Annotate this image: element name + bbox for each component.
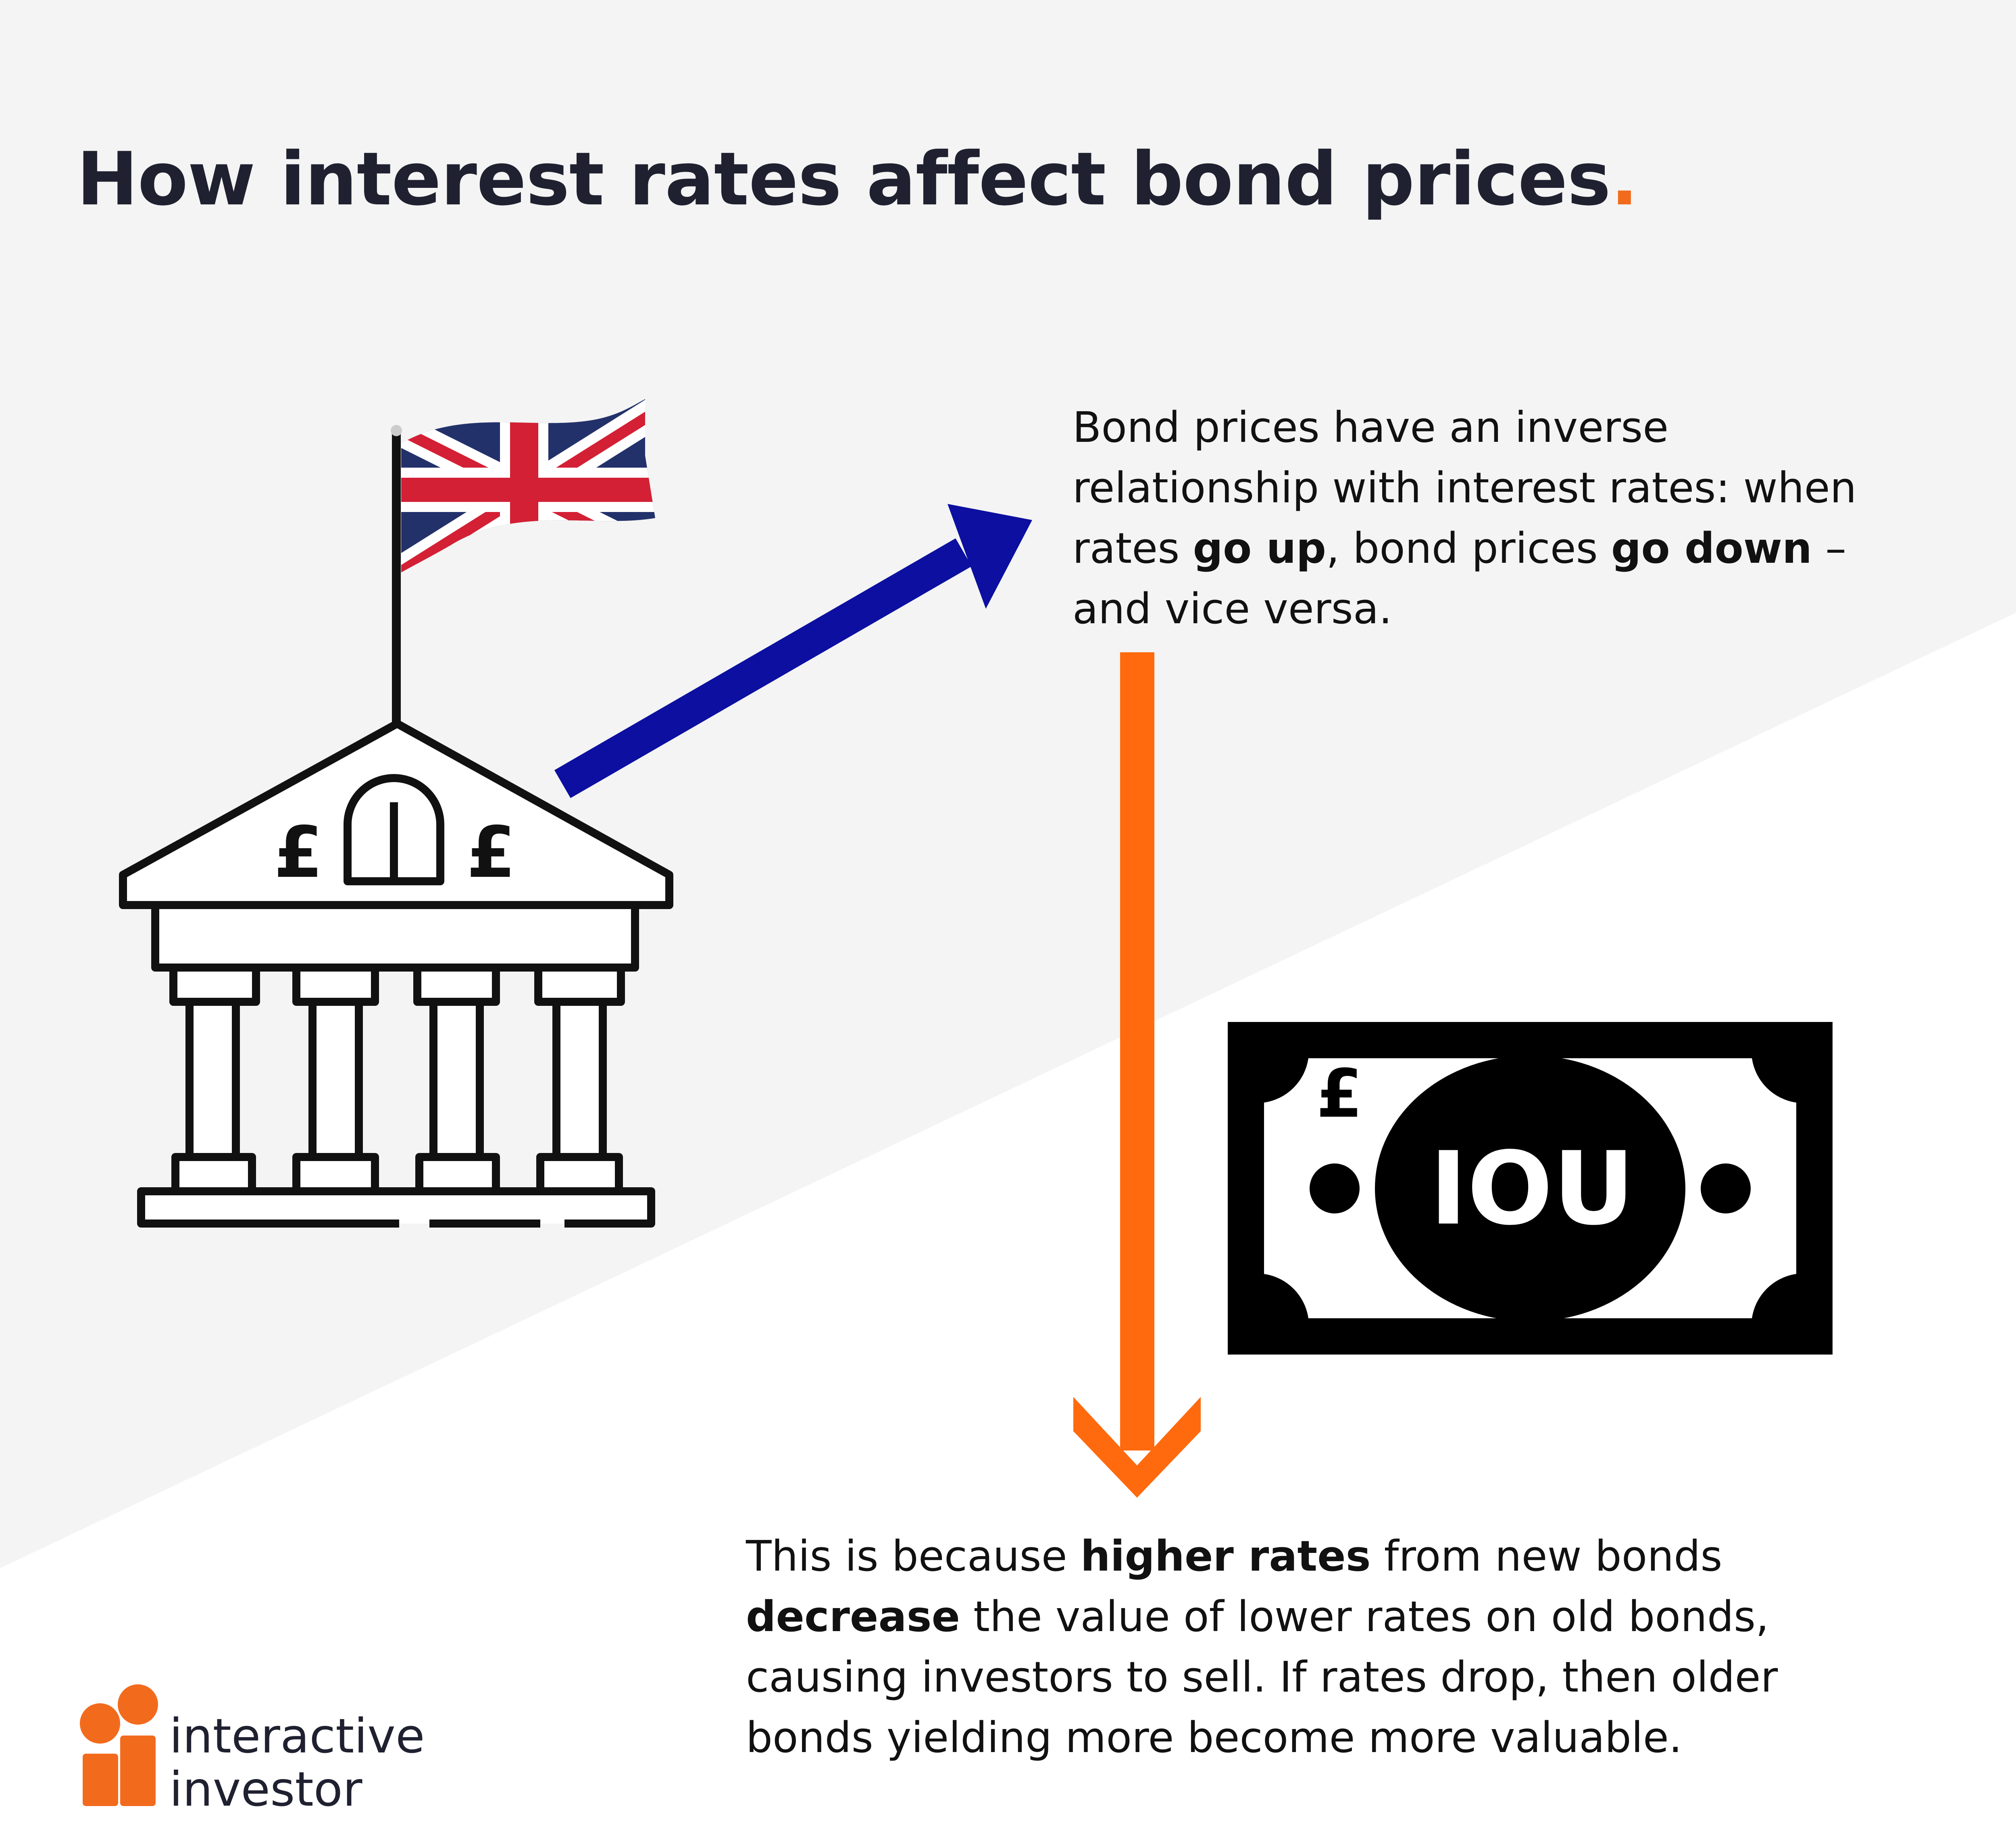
para1-bold-go-down: go down bbox=[1611, 524, 1812, 573]
bank-pound-right: £ bbox=[467, 812, 516, 894]
note-pound-symbol: £ bbox=[1316, 1055, 1363, 1132]
para2-bold-decrease: decrease bbox=[746, 1592, 960, 1641]
page-title: How interest rates affect bond prices. bbox=[77, 137, 1638, 221]
orange-arrow-shaft bbox=[1120, 652, 1154, 1451]
iou-banknote-icon bbox=[1228, 1022, 1833, 1355]
bank-column bbox=[429, 998, 484, 1161]
para1-text-1: Bond prices have an inverse relationship… bbox=[1073, 403, 1857, 573]
inverse-relationship-text: Bond prices have an inverse relationship… bbox=[1073, 397, 1895, 639]
orange-arrow-head bbox=[1073, 1397, 1201, 1498]
brand-wordmark: interactive investor bbox=[169, 1709, 425, 1816]
brand-line-1: interactive bbox=[169, 1708, 425, 1764]
bank-entablature bbox=[151, 901, 639, 972]
bank-column bbox=[552, 998, 607, 1161]
down-arrow-icon bbox=[1073, 652, 1201, 1498]
para1-bold-go-up: go up bbox=[1193, 524, 1327, 573]
flag-pole-finial bbox=[391, 425, 402, 436]
explanation-text: This is because higher rates from new bo… bbox=[746, 1526, 1851, 1768]
para1-text-2: , bond prices bbox=[1326, 524, 1611, 573]
bank-column bbox=[185, 998, 240, 1161]
bank-pound-left: £ bbox=[274, 812, 323, 894]
note-iou-text: IOU bbox=[1430, 1130, 1635, 1247]
title-text: How interest rates affect bond prices bbox=[77, 136, 1611, 222]
bank-column bbox=[308, 998, 363, 1161]
para2-text-3: the value of lower rates on old bonds, c… bbox=[746, 1592, 1778, 1762]
flag-cloth bbox=[401, 399, 655, 572]
para2-text-1: This is because bbox=[746, 1532, 1081, 1581]
bank-building-icon bbox=[119, 720, 673, 1228]
note-dot-right bbox=[1701, 1163, 1751, 1213]
bank-base bbox=[137, 1187, 655, 1228]
para2-bold-higher-rates: higher rates bbox=[1080, 1532, 1371, 1581]
background-grey-band bbox=[0, 0, 2016, 1568]
interactive-investor-logo-icon bbox=[80, 1684, 158, 1806]
brand-line-2: investor bbox=[169, 1761, 362, 1817]
blue-arrow-shaft bbox=[554, 538, 972, 798]
para1-text-3: – and vice versa. bbox=[1073, 524, 1847, 633]
blue-arrow-head bbox=[948, 504, 1032, 609]
title-accent-dot: . bbox=[1610, 136, 1638, 222]
note-center-oval bbox=[1375, 1055, 1685, 1321]
union-flag-icon bbox=[391, 399, 655, 726]
para2-text-2: from new bonds bbox=[1370, 1532, 1722, 1581]
note-dot-left bbox=[1310, 1163, 1360, 1213]
up-right-arrow-icon bbox=[554, 504, 1032, 798]
